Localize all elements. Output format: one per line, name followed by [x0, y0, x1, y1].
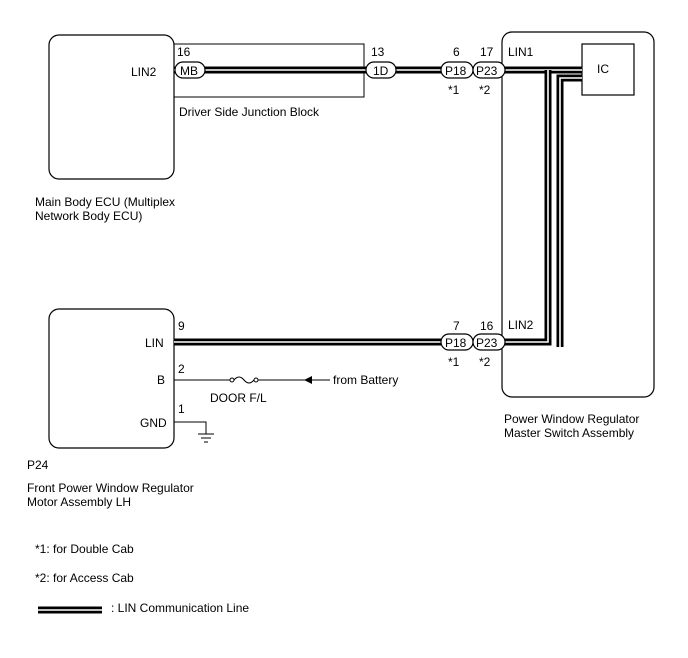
- main-body-ecu-box: [48, 34, 175, 180]
- from-battery-label: from Battery: [333, 373, 398, 387]
- connector-p18-bottom-label: P18: [445, 336, 467, 350]
- connector-p18-bottom-pin: 7: [453, 319, 460, 333]
- connector-1d-label: 1D: [373, 64, 389, 78]
- connector-p18-top-label: P18: [445, 64, 467, 78]
- arrow-left-icon: [304, 376, 312, 384]
- ic-box: [581, 43, 635, 96]
- master-switch-label-line1: Power Window Regulator: [504, 412, 639, 426]
- connector-1d: [365, 61, 397, 79]
- connector-p23-top-pin: 17: [480, 45, 494, 59]
- legend-note1: *1: for Double Cab: [35, 542, 134, 556]
- motor-pin-gnd: GND: [140, 416, 167, 430]
- gnd-wire: [174, 421, 207, 434]
- motor-pin-b: B: [157, 373, 165, 387]
- connector-p23-bottom-label: P23: [476, 336, 498, 350]
- legend-note2: *2: for Access Cab: [35, 571, 134, 585]
- connector-p23-bottom-pin: 16: [480, 319, 494, 333]
- motor-label-line2: Motor Assembly LH: [27, 495, 131, 509]
- legend-lin-label: : LIN Communication Line: [111, 601, 249, 615]
- connector-p23-top: [472, 61, 506, 79]
- motor-pin-lin-number: 9: [178, 319, 185, 333]
- connector-p18-bottom-note: *1: [448, 355, 460, 369]
- junction-block-pin-number: 13: [371, 45, 385, 59]
- connector-mb-label: MB: [180, 64, 198, 78]
- master-switch-pin-lin1: LIN1: [508, 45, 534, 59]
- connector-p23-bottom: [472, 333, 506, 351]
- motor-box: [48, 308, 175, 449]
- lin-line-to-ic: [556, 74, 582, 347]
- master-switch-label-line2: Master Switch Assembly: [504, 426, 634, 440]
- connector-p23-bottom-note: *2: [479, 355, 491, 369]
- main-body-ecu-pin-lin2: LIN2: [131, 65, 157, 79]
- motor-label-line1: Front Power Window Regulator: [27, 481, 194, 495]
- fuse-label: DOOR F/L: [210, 391, 267, 405]
- motor-code: P24: [27, 458, 49, 472]
- connector-p23-top-label: P23: [476, 64, 498, 78]
- main-body-ecu-pin-number: 16: [177, 45, 191, 59]
- ground-icon: [198, 433, 214, 443]
- lin-line-vertical: [174, 70, 552, 346]
- ic-label: IC: [597, 62, 609, 76]
- fuse-icon: [229, 376, 259, 384]
- motor-pin-b-number: 2: [178, 362, 185, 376]
- connector-p18-top-note: *1: [448, 83, 460, 97]
- connector-p18-top-pin: 6: [453, 45, 460, 59]
- junction-block-label: Driver Side Junction Block: [179, 105, 320, 119]
- connector-mb: [174, 61, 206, 79]
- motor-pin-lin: LIN: [145, 336, 164, 350]
- main-body-ecu-label-line2: Network Body ECU): [35, 209, 142, 223]
- main-body-ecu-label-line1: Main Body ECU (Multiplex: [35, 195, 175, 209]
- motor-pin-gnd-number: 1: [178, 402, 185, 416]
- master-switch-box: [501, 31, 655, 398]
- connector-p23-top-note: *2: [479, 83, 491, 97]
- master-switch-pin-lin2: LIN2: [508, 318, 534, 332]
